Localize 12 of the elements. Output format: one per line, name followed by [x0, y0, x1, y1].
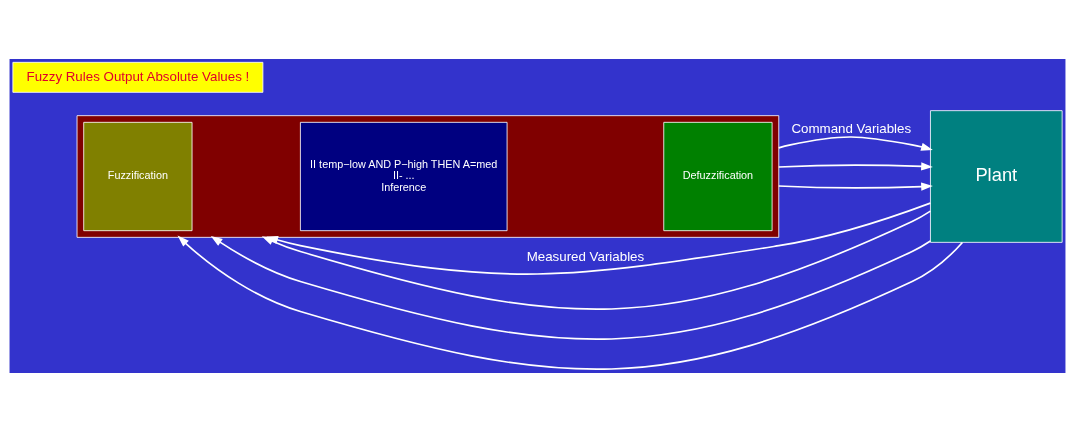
arrow: [777, 162, 933, 171]
arrow: [777, 182, 933, 191]
edge-label: Command Variables: [791, 121, 912, 137]
arrow: [261, 210, 932, 310]
node-box: Defuzzification: [663, 121, 773, 232]
arrow: [777, 136, 933, 151]
node-box: II temp−low AND P−high THEN A=med II- ... Inference: [300, 121, 508, 232]
node-box: Plant: [930, 110, 1063, 243]
node-box: Fuzzy Rules Output Absolute Values !: [12, 61, 264, 93]
edge-label: Measured Variables: [526, 249, 645, 265]
node-box: Fuzzification: [83, 121, 193, 232]
cluster: [76, 115, 780, 238]
